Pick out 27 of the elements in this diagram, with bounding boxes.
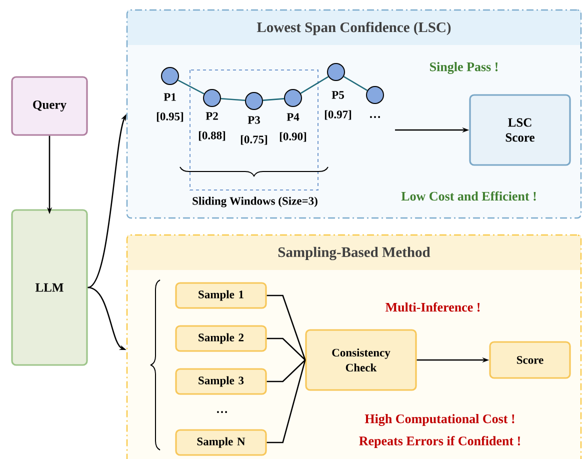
connector-line xyxy=(266,338,306,360)
llm-box: LLM xyxy=(11,209,88,366)
connector-line xyxy=(266,360,306,382)
sample-box: Sample 3 xyxy=(175,368,267,395)
note: Low Cost and Efficient ! xyxy=(401,191,536,201)
connector-line xyxy=(300,76,329,94)
score-box: LSC Score xyxy=(469,94,571,166)
consistency-check-box: Consistency Check xyxy=(305,329,417,391)
connector-line xyxy=(220,98,246,101)
connector-line xyxy=(343,76,368,91)
note: Single Pass ! xyxy=(430,62,498,74)
caption: Sliding Windows (Size=3) xyxy=(192,196,318,208)
sample-box: Sample 1 xyxy=(175,282,267,309)
note: High Computational Cost ! xyxy=(364,414,514,426)
score-box: Score xyxy=(489,341,571,379)
sample-box: Sample N xyxy=(175,429,267,456)
point-marker xyxy=(366,86,384,104)
ellipsis: … xyxy=(217,411,228,413)
connector-line xyxy=(266,294,306,360)
note: Repeats Errors if Confident ! xyxy=(359,436,520,448)
connector-line xyxy=(178,80,204,94)
sample-box: Sample 2 xyxy=(175,325,267,352)
connector-line xyxy=(262,98,284,101)
note: Multi-Inference ! xyxy=(386,302,480,312)
ellipsis: … xyxy=(370,116,380,118)
query-box: Query xyxy=(11,76,88,136)
connector-line xyxy=(266,360,306,444)
